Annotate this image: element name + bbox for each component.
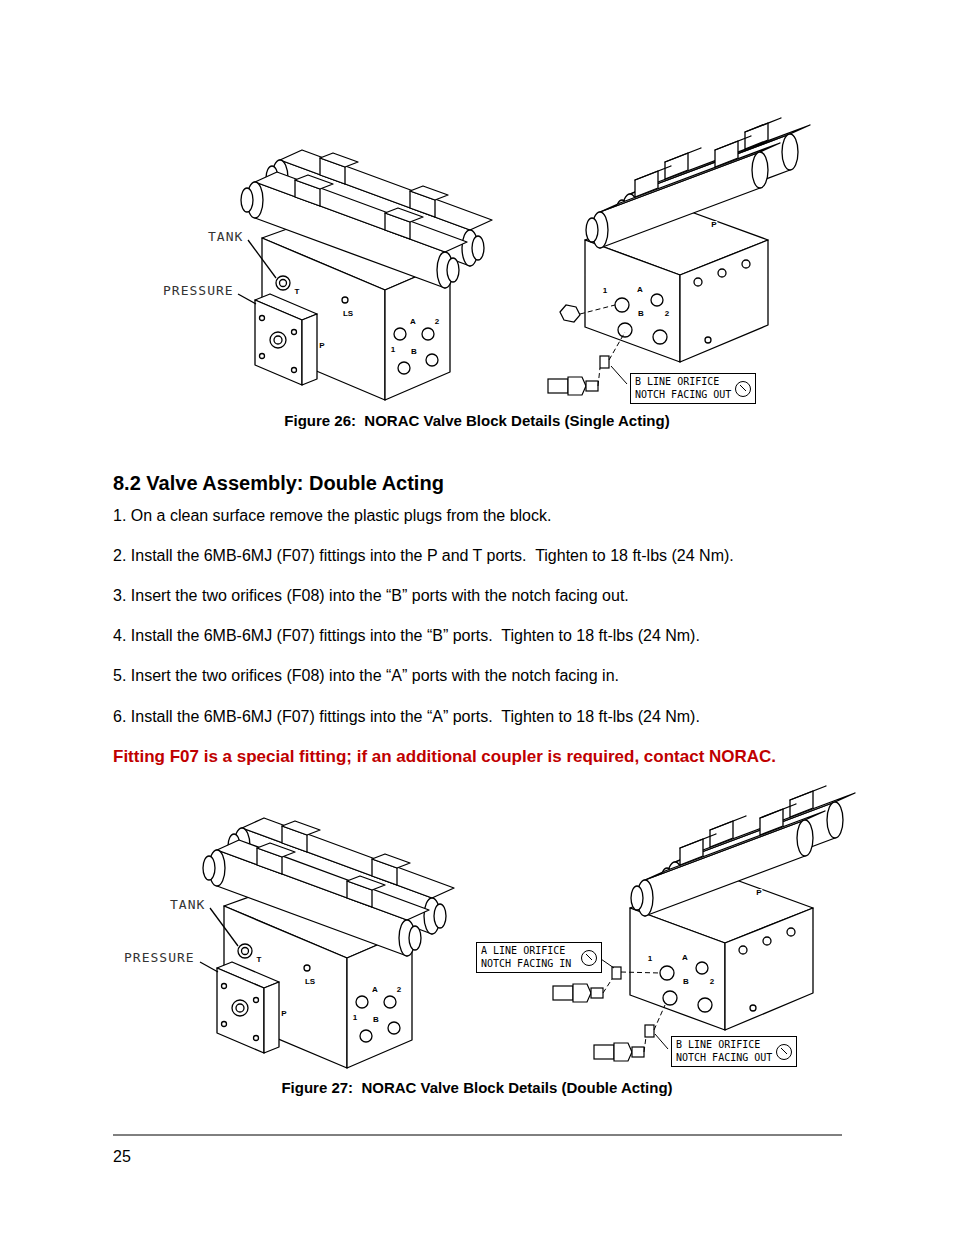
port-letter: A — [409, 318, 417, 326]
port-letter: P — [710, 221, 717, 229]
orifice-icon — [580, 949, 598, 967]
port-letter: B — [637, 310, 645, 318]
instruction-step: 2. Install the 6MB-6MJ (F07) fittings in… — [113, 547, 734, 565]
port-callout: PRESSURE — [163, 284, 234, 299]
figure-caption: Figure 26: NORAC Valve Block Details (Si… — [284, 412, 669, 429]
port-letter: 2 — [396, 986, 402, 994]
port-letter: 2 — [709, 978, 715, 986]
orifice-icon — [734, 380, 752, 398]
port-letter: P — [755, 889, 762, 897]
section-heading: 8.2 Valve Assembly: Double Acting — [113, 472, 444, 495]
callout-text: A LINE ORIFICE NOTCH FACING IN — [481, 945, 577, 970]
port-letter: T — [294, 288, 301, 296]
port-letter: B — [372, 1016, 380, 1024]
orifice-callout-box: B LINE ORIFICE NOTCH FACING OUT — [671, 1036, 797, 1067]
port-callout: PRESSURE — [124, 951, 195, 966]
port-letter: 1 — [647, 955, 653, 963]
orifice-icon — [775, 1043, 793, 1061]
callout-text: B LINE ORIFICE NOTCH FACING OUT — [635, 376, 731, 401]
port-letter: LS — [304, 978, 316, 986]
port-letter: 1 — [352, 1014, 358, 1022]
page-number: 25 — [113, 1148, 131, 1166]
port-letter: 2 — [434, 318, 440, 326]
orifice-callout-box: A LINE ORIFICE NOTCH FACING IN — [476, 942, 602, 973]
callout-text: B LINE ORIFICE NOTCH FACING OUT — [676, 1039, 772, 1064]
port-letter: P — [318, 342, 325, 350]
port-letter: A — [681, 954, 689, 962]
port-callout: TANK — [170, 898, 205, 913]
port-callout: TANK — [208, 230, 243, 245]
orifice-callout-box: B LINE ORIFICE NOTCH FACING OUT — [630, 373, 756, 404]
port-letter: 2 — [664, 310, 670, 318]
instruction-step: 5. Insert the two orifices (F08) into th… — [113, 667, 619, 685]
port-letter: 1 — [390, 346, 396, 354]
port-letter: B — [682, 978, 690, 986]
port-letter: T — [256, 956, 263, 964]
port-letter: 1 — [602, 287, 608, 295]
port-letter: P — [280, 1010, 287, 1018]
port-letter: B — [410, 348, 418, 356]
instruction-step: 4. Install the 6MB-6MJ (F07) fittings in… — [113, 627, 700, 645]
port-letter: A — [371, 986, 379, 994]
instruction-step: 6. Install the 6MB-6MJ (F07) fittings in… — [113, 708, 700, 726]
port-letter: LS — [342, 310, 354, 318]
instruction-step: 3. Insert the two orifices (F08) into th… — [113, 587, 629, 605]
warning-note: Fitting F07 is a special fitting; if an … — [113, 747, 776, 767]
port-letter: A — [636, 286, 644, 294]
figure-caption: Figure 27: NORAC Valve Block Details (Do… — [281, 1079, 672, 1096]
instruction-step: 1. On a clean surface remove the plastic… — [113, 507, 551, 525]
